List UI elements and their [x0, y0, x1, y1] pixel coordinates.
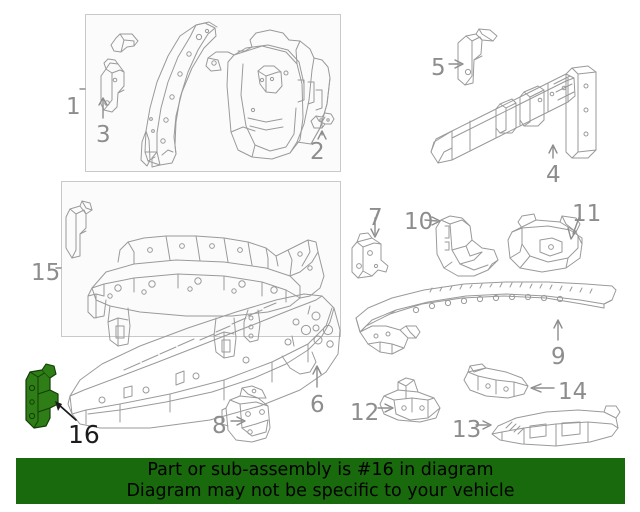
part-16-highlighted [25, 363, 59, 429]
part-9-rail [355, 281, 617, 333]
part-5-bracket [457, 28, 498, 86]
callout-11: 11 [572, 201, 602, 227]
notice-banner-line-2: Diagram may not be specific to your vehi… [126, 481, 515, 501]
callout-6: 6 [310, 392, 325, 418]
callout-1: 1 [66, 94, 81, 120]
part-13-member [491, 405, 621, 447]
part-9-front-end [359, 325, 421, 355]
leader-lines [55, 59, 581, 430]
callout-4: 4 [546, 162, 561, 188]
callout-3: 3 [96, 122, 111, 148]
callout-10: 10 [404, 209, 434, 235]
leader-line-16 [55, 401, 77, 421]
part-3-clip [110, 33, 139, 53]
group-box-15 [61, 181, 341, 337]
callout-9: 9 [551, 344, 566, 370]
callout-16: 16 [68, 420, 100, 449]
callout-14: 14 [558, 379, 588, 405]
callout-8: 8 [212, 413, 227, 439]
part-1-shock-tower [205, 29, 331, 160]
part-14-bracket [463, 363, 529, 399]
part-6-side-rail [67, 293, 341, 429]
part-8-bracket [221, 385, 271, 443]
callout-15: 15 [31, 260, 61, 286]
part-1-apron-rail [144, 21, 218, 166]
callout-2: 2 [310, 139, 325, 165]
part-1-lower-pillar [140, 130, 161, 168]
part-7-bracket [351, 232, 389, 279]
callout-12: 12 [350, 400, 380, 426]
part-12-bracket [379, 377, 441, 423]
part-15-end-bracket [65, 200, 93, 259]
callout-13: 13 [452, 417, 482, 443]
notice-banner: Part or sub-assembly is #16 in diagram D… [16, 458, 625, 504]
part-15-tie-bar [87, 235, 325, 359]
part-4-panel [430, 65, 597, 164]
part-2-clip [310, 112, 335, 129]
callout-7: 7 [368, 205, 383, 231]
callout-5: 5 [431, 55, 446, 81]
notice-banner-line-1: Part or sub-assembly is #16 in diagram [147, 460, 494, 480]
part-3-bracket [100, 58, 125, 113]
part-11-panel [507, 213, 583, 273]
part-10-bracket [435, 215, 499, 277]
